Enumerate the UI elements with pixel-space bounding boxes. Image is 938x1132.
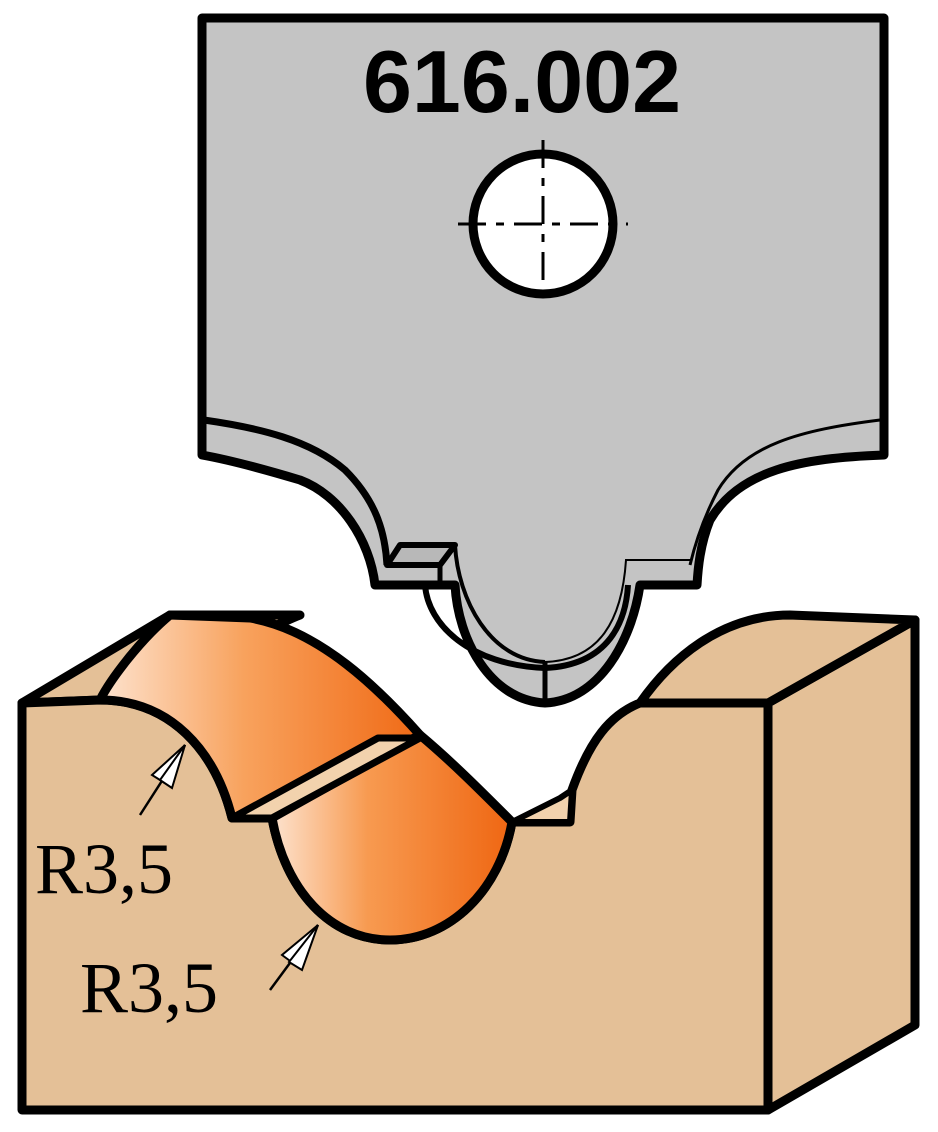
- cutter-edge-line-right: [688, 418, 881, 566]
- workpiece-top-right: [635, 610, 920, 708]
- cutter-bead-inner: [453, 544, 546, 664]
- cutter-step: [384, 542, 458, 568]
- radius-label-upper: R3,5: [35, 829, 173, 909]
- mounting-hole: [458, 140, 628, 308]
- cutter-bead-inner-right: [544, 559, 690, 663]
- workpiece: [17, 610, 920, 1115]
- profile-step-strip: [228, 734, 424, 822]
- radius-label-lower: R3,5: [80, 948, 218, 1028]
- dimension-lower: R3,5: [80, 924, 320, 1028]
- cutter-code-label: 616.002: [363, 32, 681, 131]
- dimension-upper: R3,5: [35, 744, 187, 909]
- cutter-knife: 616.002: [197, 13, 889, 708]
- cutter-edge-line: [203, 416, 391, 566]
- profile-step-right: [509, 787, 575, 825]
